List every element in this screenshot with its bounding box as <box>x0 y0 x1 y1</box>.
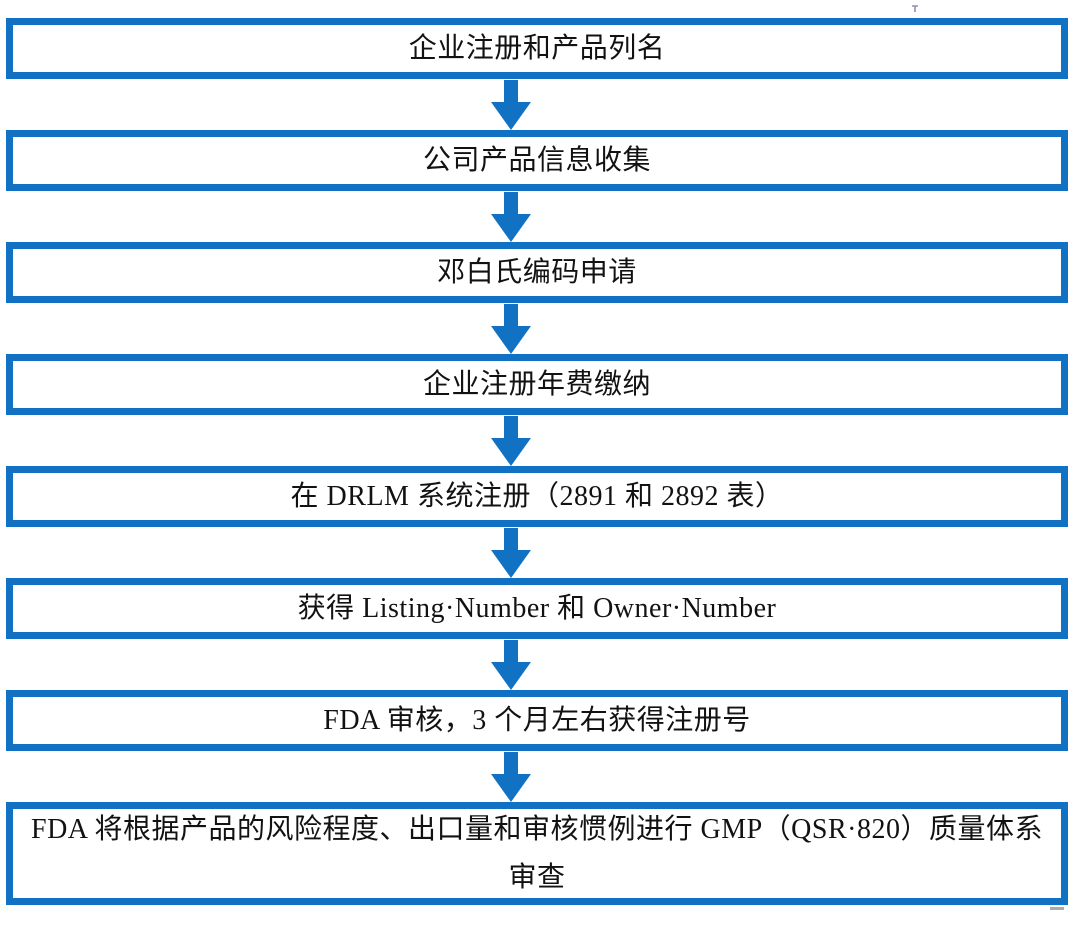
down-arrow-icon <box>490 79 532 130</box>
flow-step-box: 邓白氏编码申请 <box>6 242 1068 303</box>
flowchart: 企业注册和产品列名 公司产品信息收集 邓白氏编码申请 <box>6 18 1068 905</box>
down-arrow-icon <box>490 415 532 466</box>
flow-step-box: 企业注册年费缴纳 <box>6 354 1068 415</box>
flow-step-label: 获得 Listing·Number 和 Owner·Number <box>297 592 777 624</box>
flow-step-box: 获得 Listing·Number 和 Owner·Number <box>6 578 1068 639</box>
flow-step-box: FDA 将根据产品的风险程度、出口量和审核惯例进行 GMP（QSR·820）质量… <box>6 802 1068 905</box>
flow-step-box: 企业注册和产品列名 <box>6 18 1068 79</box>
down-arrow-icon <box>490 639 532 690</box>
flow-step-box: 公司产品信息收集 <box>6 130 1068 191</box>
formatting-mark-icon <box>912 5 918 12</box>
flow-step-box: 在 DRLM 系统注册（2891 和 2892 表） <box>6 466 1068 527</box>
flow-step-label: FDA 审核，3 个月左右获得注册号 <box>323 704 751 736</box>
down-arrow-icon <box>490 527 532 578</box>
flow-step-label: FDA 将根据产品的风险程度、出口量和审核惯例进行 GMP（QSR·820）质量… <box>31 813 1043 893</box>
down-arrow-icon <box>490 191 532 242</box>
down-arrow-icon <box>490 751 532 802</box>
flow-step-label: 企业注册年费缴纳 <box>422 368 651 400</box>
smudge-mark <box>1050 907 1064 910</box>
down-arrow-icon <box>490 303 532 354</box>
flow-step-label: 邓白氏编码申请 <box>437 256 637 288</box>
flow-step-box: FDA 审核，3 个月左右获得注册号 <box>6 690 1068 751</box>
flow-step-label: 企业注册和产品列名 <box>408 32 666 64</box>
flow-step-label: 在 DRLM 系统注册（2891 和 2892 表） <box>290 480 784 512</box>
flow-step-label: 公司产品信息收集 <box>422 144 651 176</box>
